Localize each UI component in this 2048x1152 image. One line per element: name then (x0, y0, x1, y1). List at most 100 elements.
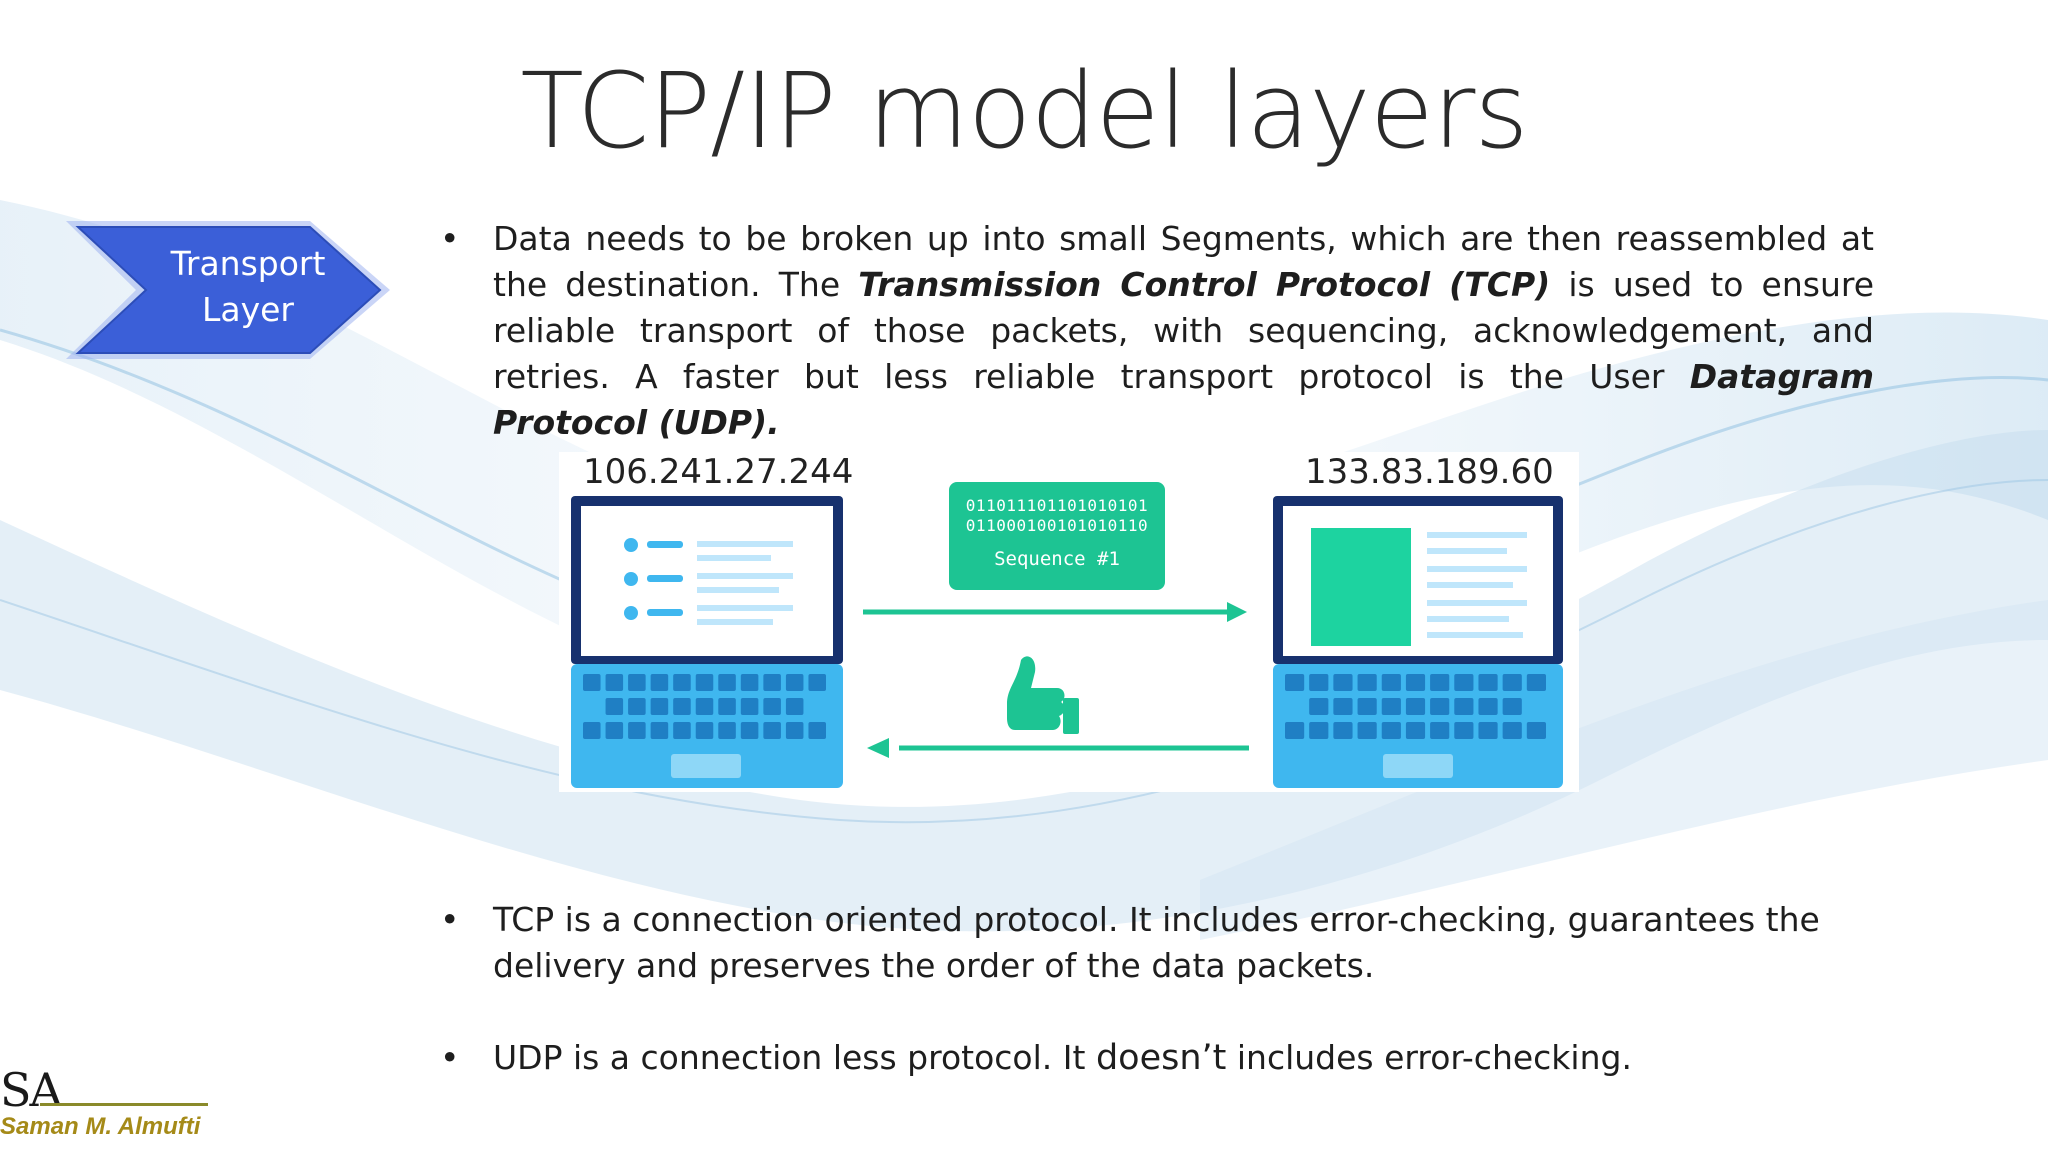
keyboard-key (1454, 722, 1474, 739)
keyboard-key (1502, 722, 1522, 739)
keyboard-key (1405, 674, 1426, 691)
layer-label: Transport Layer (148, 241, 348, 333)
bullet1-part2: is used to ensure reliable transport of … (493, 265, 1874, 396)
arrow-left-icon (867, 738, 1249, 758)
layer-label-line1: Transport (170, 244, 326, 283)
keyboard-key (1357, 698, 1377, 715)
bullet-text: UDP is a connection less protocol. It do… (493, 1035, 1820, 1081)
bullet3-part2: includes error-checking. (1226, 1038, 1632, 1077)
bullet1-part1: Data needs to be broken up into small Se… (493, 219, 1874, 304)
keyboard-key (628, 698, 646, 715)
keyboard-key (695, 698, 714, 715)
bullet3-part1: UDP is a connection less protocol. It (493, 1038, 1096, 1077)
bullet-text: TCP is a connection oriented protocol. I… (493, 900, 1820, 985)
keyboard-key (1430, 674, 1450, 691)
tcp-transfer-diagram: 106.241.27.244 133.83.189.60 01101110110… (559, 452, 1579, 792)
bullet-dot: • (440, 219, 460, 258)
laptop-icon (1273, 496, 1563, 788)
tcp-protocol-name: Transmission Control Protocol (TCP) (858, 265, 1551, 304)
keyboard-key (740, 698, 759, 715)
keyboard-key (1430, 722, 1450, 739)
logo-initials: SA (0, 1063, 63, 1117)
destination-ip-address: 133.83.189.60 (1305, 452, 1554, 492)
keyboard-key (763, 722, 781, 739)
keyboard-key (1454, 698, 1474, 715)
keyboard-key (1333, 674, 1353, 691)
keyboard-key (1381, 722, 1401, 739)
keyboard-key (605, 698, 624, 715)
keyboard-key (1333, 698, 1353, 715)
keyboard-key (1526, 674, 1546, 691)
keyboard-key (1526, 722, 1546, 739)
keyboard-key (785, 698, 804, 715)
keyboard-key (1285, 674, 1305, 691)
bullet-item-udp: • UDP is a connection less protocol. It … (440, 1035, 1820, 1081)
slide-title: TCP/IP model layers (520, 50, 1528, 172)
keyboard-key (1405, 698, 1426, 715)
keyboard-key (650, 722, 669, 739)
keyboard-key (808, 674, 826, 691)
bits-line2: 011000100101010110 (965, 516, 1149, 535)
keyboard-key (1478, 674, 1498, 691)
keyboard-key (785, 722, 804, 739)
keyboard-key (673, 722, 691, 739)
keyboard-key (1502, 674, 1522, 691)
bullet-dot: • (440, 900, 460, 939)
keyboard-key (740, 722, 759, 739)
keyboard-key (1502, 698, 1522, 715)
bullet-item-tcp: • TCP is a connection oriented protocol.… (440, 897, 1820, 989)
keyboard-key (1454, 674, 1474, 691)
keyboard-key (673, 674, 691, 691)
keyboard-key (808, 722, 826, 739)
thumbs-up-icon (1007, 656, 1079, 734)
keyboard-key (1285, 722, 1305, 739)
transport-layer-chevron: Transport Layer (60, 215, 400, 365)
keyboard-key (1309, 722, 1329, 739)
bullet3-doesnt: doesn’t (1095, 1038, 1227, 1078)
bits-line1: 011011101101010101 (965, 496, 1149, 515)
keyboard-key (605, 674, 624, 691)
data-packet-badge: 011011101101010101 011000100101010110 Se… (949, 482, 1165, 590)
keyboard-key (673, 698, 691, 715)
keyboard-key (1430, 698, 1450, 715)
keyboard-key (605, 722, 624, 739)
author-logo: SA Saman M. Almufti (0, 1063, 215, 1145)
keyboard-key (1309, 674, 1329, 691)
keyboard-key (785, 674, 804, 691)
keyboard-key (1405, 722, 1426, 739)
keyboard-key (718, 674, 736, 691)
bullet-item-data-segments: • Data needs to be broken up into small … (440, 216, 1874, 446)
laptop-icon (571, 496, 843, 788)
sequence-label: Sequence #1 (994, 548, 1120, 570)
keyboard-key (695, 722, 714, 739)
keyboard-key (1381, 698, 1401, 715)
keyboard-key (628, 674, 646, 691)
keyboard-key (628, 722, 646, 739)
udp-protocol-name: Datagram Protocol (UDP). (493, 357, 1874, 442)
logo-author-name: Saman M. Almufti (0, 1113, 201, 1140)
keyboard-key (763, 674, 781, 691)
keyboard-key (763, 698, 781, 715)
keyboard-key (695, 674, 714, 691)
layer-label-line2: Layer (201, 290, 294, 329)
bullet-dot: • (440, 1038, 460, 1077)
keyboard-key (718, 698, 736, 715)
keyboard-key (1333, 722, 1353, 739)
bullet-text: Data needs to be broken up into small Se… (493, 216, 1874, 446)
keyboard-key (1357, 674, 1377, 691)
binary-bits: 011011101101010101 011000100101010110 (949, 496, 1165, 536)
arrow-right-icon (863, 602, 1247, 622)
keyboard-key (650, 674, 669, 691)
keyboard-key (718, 722, 736, 739)
keyboard-key (1478, 698, 1498, 715)
keyboard-key (740, 674, 759, 691)
keyboard-key (1357, 722, 1377, 739)
keyboard-key (1381, 674, 1401, 691)
logo-underline (40, 1103, 208, 1106)
chevron-arrow-icon (66, 221, 390, 359)
keyboard-key (1309, 698, 1329, 715)
keyboard-key (650, 698, 669, 715)
keyboard-key (583, 674, 601, 691)
keyboard-key (1478, 722, 1498, 739)
